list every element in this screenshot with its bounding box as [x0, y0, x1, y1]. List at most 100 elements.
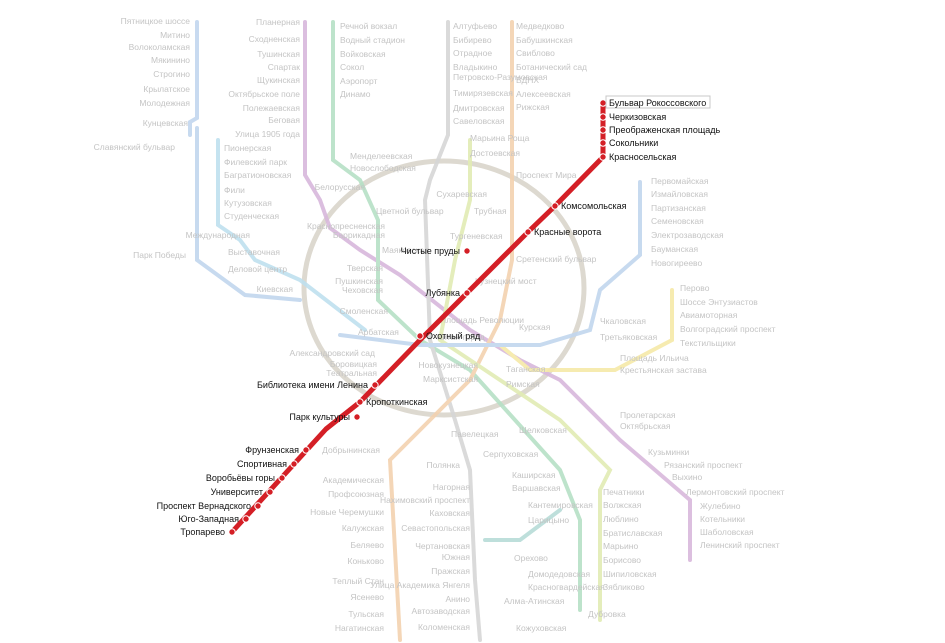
- station-label-faded[interactable]: Крестьянская застава: [620, 365, 707, 375]
- station-label-faded[interactable]: Выставочная: [228, 247, 280, 257]
- station-label-faded[interactable]: Пушкинская: [335, 276, 383, 286]
- station-label-faded[interactable]: Пионерская: [224, 143, 272, 153]
- station-label-faded[interactable]: Новослободская: [350, 163, 416, 173]
- station-label-faded[interactable]: Театральная: [326, 368, 377, 378]
- station-label-faded[interactable]: Таганская: [506, 364, 546, 374]
- station-label-faded[interactable]: Коломенская: [418, 622, 470, 632]
- station-label-faded[interactable]: Варшавская: [512, 483, 561, 493]
- station-label-faded[interactable]: Борисово: [603, 555, 641, 565]
- station-dot[interactable]: [599, 99, 607, 107]
- station-label-faded[interactable]: Нагорная: [433, 482, 471, 492]
- station-label-faded[interactable]: Проспект Мира: [516, 170, 577, 180]
- station-label-faded[interactable]: Щукинская: [257, 75, 300, 85]
- station-dot[interactable]: [551, 202, 559, 210]
- station-label[interactable]: Комсомольская: [561, 201, 627, 211]
- station-label-faded[interactable]: Полянка: [426, 460, 460, 470]
- station-label-faded[interactable]: Третьяковская: [600, 332, 658, 342]
- station-label-faded[interactable]: Бибирево: [453, 35, 492, 45]
- station-label-faded[interactable]: Каширская: [512, 470, 556, 480]
- station-label-faded[interactable]: Ботанический сад: [516, 62, 587, 72]
- station-label-faded[interactable]: Серпуховская: [483, 449, 539, 459]
- station-label-faded[interactable]: Петровско-Разумовская: [453, 72, 548, 82]
- station-label-faded[interactable]: Автозаводская: [412, 606, 471, 616]
- station-label[interactable]: Красные ворота: [534, 227, 601, 237]
- station-label-faded[interactable]: Кутузовская: [224, 198, 272, 208]
- station-label-faded[interactable]: ВДНХ: [516, 75, 539, 85]
- station-label-faded[interactable]: Ясенево: [350, 592, 384, 602]
- station-dot[interactable]: [242, 515, 250, 523]
- station-label[interactable]: Чистые пруды: [401, 246, 460, 256]
- station-dot[interactable]: [290, 460, 298, 468]
- station-label-faded[interactable]: Полежаевская: [243, 103, 301, 113]
- station-label-faded[interactable]: Пятницкое шоссе: [121, 16, 191, 26]
- station-label-faded[interactable]: Дубровка: [588, 609, 626, 619]
- station-label-faded[interactable]: Баррикадная: [333, 230, 386, 240]
- station-label-faded[interactable]: Тверская: [347, 263, 384, 273]
- station-label-faded[interactable]: Александровский сад: [290, 348, 375, 358]
- station-label-faded[interactable]: Теплый Стан: [332, 576, 384, 586]
- station-label-faded[interactable]: Первомайская: [651, 176, 709, 186]
- station-label-faded[interactable]: Люблино: [603, 514, 639, 524]
- station-label[interactable]: Преображенская площадь: [609, 125, 721, 135]
- station-label-faded[interactable]: Новокузнецкая: [419, 360, 479, 370]
- station-label-faded[interactable]: Кунцевская: [143, 118, 189, 128]
- station-label-faded[interactable]: Коньково: [348, 556, 385, 566]
- station-label-faded[interactable]: Тушинская: [257, 49, 300, 59]
- station-label-faded[interactable]: Киевская: [257, 284, 294, 294]
- station-label-faded[interactable]: Китай-город: [437, 332, 485, 342]
- station-label-faded[interactable]: Площадь Революции: [440, 315, 524, 325]
- station-label-faded[interactable]: Маяковская: [382, 245, 429, 255]
- station-label-faded[interactable]: Авиамоторная: [680, 310, 738, 320]
- station-label-faded[interactable]: Спартак: [268, 62, 301, 72]
- station-label[interactable]: Бульвар Рокоссовского: [609, 98, 706, 108]
- station-label-faded[interactable]: Шоссе Энтузиастов: [680, 297, 758, 307]
- station-dot[interactable]: [302, 446, 310, 454]
- station-label-faded[interactable]: Динамо: [340, 89, 371, 99]
- station-dot[interactable]: [278, 474, 286, 482]
- station-label-faded[interactable]: Беговая: [268, 115, 300, 125]
- station-label-faded[interactable]: Филевский парк: [224, 157, 287, 167]
- station-label-faded[interactable]: Севастопольская: [401, 523, 470, 533]
- station-label-faded[interactable]: Новогиреево: [651, 258, 702, 268]
- station-label[interactable]: Юго-Западная: [178, 514, 239, 524]
- station-label-faded[interactable]: Алма-Атинская: [504, 596, 565, 606]
- station-label[interactable]: Воробьёвы горы: [206, 473, 275, 483]
- station-label-faded[interactable]: Рижская: [516, 102, 550, 112]
- station-label[interactable]: Университет: [211, 487, 263, 497]
- station-label-faded[interactable]: Митино: [160, 30, 190, 40]
- station-label-faded[interactable]: Тургеневская: [450, 231, 503, 241]
- station-label[interactable]: Сокольники: [609, 138, 658, 148]
- station-dot[interactable]: [463, 289, 471, 297]
- station-dot[interactable]: [463, 247, 471, 255]
- station-label-faded[interactable]: Щелковская: [519, 425, 567, 435]
- station-label-faded[interactable]: Сухаревская: [436, 189, 487, 199]
- station-label-faded[interactable]: Октябрьская: [620, 421, 671, 431]
- station-label-faded[interactable]: Семеновская: [651, 216, 704, 226]
- station-label-faded[interactable]: Измайловская: [651, 189, 708, 199]
- station-label-faded[interactable]: Марксистская: [423, 374, 478, 384]
- station-label-faded[interactable]: Нахимовский проспект: [380, 495, 470, 505]
- station-label-faded[interactable]: Кузнецкий мост: [475, 276, 537, 286]
- station-label-faded[interactable]: Молодежная: [139, 98, 190, 108]
- station-label-faded[interactable]: Строгино: [153, 69, 190, 79]
- station-label-faded[interactable]: Красногвардейская: [528, 582, 605, 592]
- station-label-faded[interactable]: Водный стадион: [340, 35, 405, 45]
- station-dot[interactable]: [353, 413, 361, 421]
- station-label-faded[interactable]: Академическая: [323, 475, 385, 485]
- station-label-faded[interactable]: Сходненская: [249, 34, 301, 44]
- station-label-faded[interactable]: Бауманская: [651, 244, 699, 254]
- station-label-faded[interactable]: Отрадное: [453, 48, 492, 58]
- station-label-faded[interactable]: Смоленская: [340, 306, 389, 316]
- station-label[interactable]: Спортивная: [237, 459, 287, 469]
- station-label-faded[interactable]: Южная: [442, 552, 471, 562]
- station-label-faded[interactable]: Кузьминки: [648, 447, 690, 457]
- station-label[interactable]: Тропарево: [180, 527, 225, 537]
- station-label-faded[interactable]: Пражская: [431, 566, 470, 576]
- station-label[interactable]: Лубянка: [425, 288, 460, 298]
- station-label-faded[interactable]: Боровицкая: [330, 359, 378, 369]
- station-label-faded[interactable]: Нагатинская: [335, 623, 385, 633]
- station-label-faded[interactable]: Чкаловская: [600, 316, 646, 326]
- station-dot[interactable]: [266, 488, 274, 496]
- station-label[interactable]: Проспект Вернадского: [157, 501, 251, 511]
- station-label-faded[interactable]: Крылатское: [143, 84, 190, 94]
